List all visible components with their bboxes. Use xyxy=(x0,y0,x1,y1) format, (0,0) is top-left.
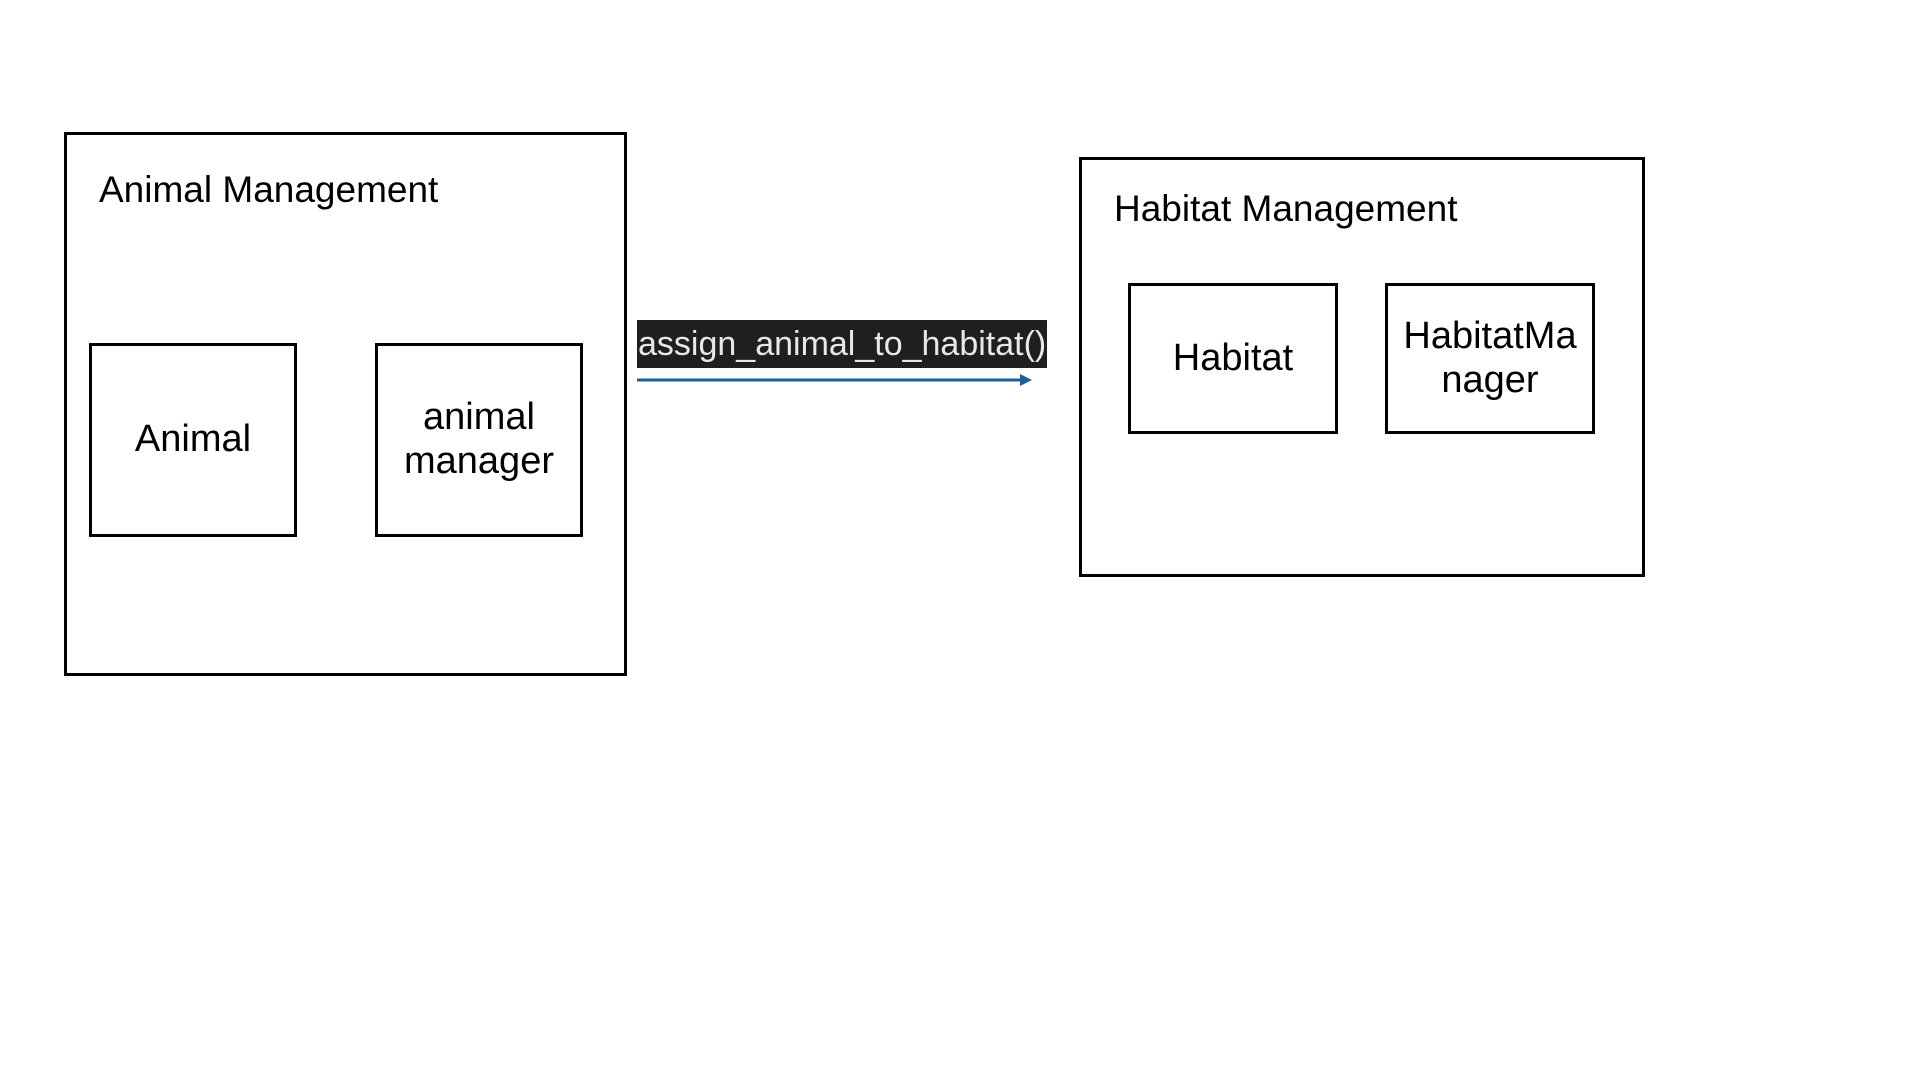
habitat-node: Habitat xyxy=(1128,283,1338,434)
habitat-management-title: Habitat Management xyxy=(1114,188,1458,229)
habitat-manager-node: HabitatMa nager xyxy=(1385,283,1595,434)
arrowhead-icon xyxy=(1020,374,1032,386)
habitat-node-label: Habitat xyxy=(1172,336,1294,379)
connector-label: assign_animal_to_habitat() xyxy=(637,320,1048,368)
animal-node: Animal xyxy=(89,343,297,537)
habitat-manager-node-label: HabitatMa nager xyxy=(1403,314,1577,401)
animal-management-title: Animal Management xyxy=(99,169,439,210)
animal-node-label: Animal xyxy=(134,418,252,461)
animal-manager-node-label: animal manager xyxy=(404,396,554,482)
animal-manager-node: animal manager xyxy=(375,343,583,537)
